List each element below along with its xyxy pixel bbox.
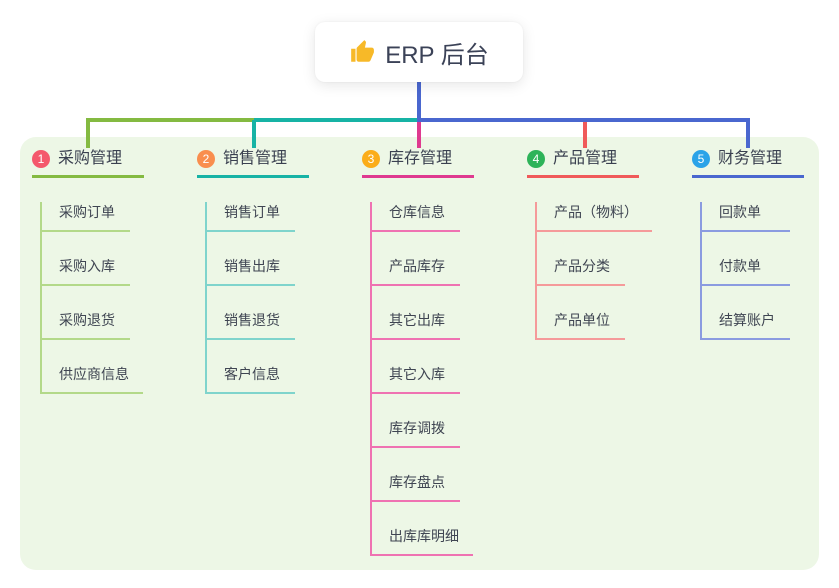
mindmap-node[interactable]: 结算账户 [702,310,790,340]
mindmap-node[interactable]: 销售订单 [207,202,295,232]
branch-number-badge: 2 [197,150,215,168]
mindmap-node[interactable]: 销售退货 [207,310,295,340]
branch-inventory: 3 库存管理 仓库信息 产品库存 其它出库 其它入库 库存调拨 库存盘点 出库库… [362,149,474,556]
mindmap-node[interactable]: 供应商信息 [42,364,143,394]
branch-product: 4 产品管理 产品（物料） 产品分类 产品单位 [527,149,652,340]
mindmap-node[interactable]: 库存盘点 [372,472,460,502]
branch-items: 销售订单 销售出库 销售退货 客户信息 [205,202,295,394]
branch-sales: 2 销售管理 销售订单 销售出库 销售退货 客户信息 [197,149,309,394]
branch-label: 财务管理 [718,150,783,167]
connector-drop-branch3 [417,122,421,148]
connector-drop-branch4 [583,122,587,148]
mindmap-node[interactable]: 客户信息 [207,364,295,394]
connector-drop-branch1 [86,120,90,148]
mindmap-node[interactable]: 库存调拨 [372,418,460,448]
branch-procurement: 1 采购管理 采购订单 采购入库 采购退货 供应商信息 [32,149,144,394]
mindmap-node[interactable]: 产品单位 [537,310,625,340]
mindmap-node[interactable]: 产品（物料） [537,202,652,232]
root-title: ERP 后台 [385,41,489,69]
connector-horizontal-blue [417,118,750,122]
branch-header-inventory[interactable]: 3 库存管理 [362,149,474,178]
branch-label: 库存管理 [388,150,453,167]
mindmap-node[interactable]: 付款单 [702,256,790,286]
branch-items: 采购订单 采购入库 采购退货 供应商信息 [40,202,143,394]
branch-items: 仓库信息 产品库存 其它出库 其它入库 库存调拨 库存盘点 出库库明细 [370,202,473,556]
mindmap-node[interactable]: 回款单 [702,202,790,232]
branch-number-badge: 3 [362,150,380,168]
mindmap-node[interactable]: 产品库存 [372,256,460,286]
connector-root-vertical [417,82,421,118]
mindmap-node[interactable]: 产品分类 [537,256,625,286]
connector-horizontal-green [86,118,254,122]
branch-header-finance[interactable]: 5 财务管理 [692,149,804,178]
mindmap-node[interactable]: 采购入库 [42,256,130,286]
branch-label: 采购管理 [58,150,123,167]
branch-label: 销售管理 [223,150,288,167]
branch-items: 回款单 付款单 结算账户 [700,202,790,340]
mindmap-node[interactable]: 销售出库 [207,256,295,286]
root-node[interactable]: ERP 后台 [315,22,523,82]
branch-header-product[interactable]: 4 产品管理 [527,149,639,178]
branches-panel [20,137,819,570]
mindmap-node[interactable]: 仓库信息 [372,202,460,232]
branch-items: 产品（物料） 产品分类 产品单位 [535,202,652,340]
branch-header-procurement[interactable]: 1 采购管理 [32,149,144,178]
mindmap-node[interactable]: 出库库明细 [372,526,473,556]
mindmap-node[interactable]: 其它入库 [372,364,460,394]
branch-header-sales[interactable]: 2 销售管理 [197,149,309,178]
mindmap-node[interactable]: 采购退货 [42,310,130,340]
connector-drop-branch2 [252,120,256,148]
thumbs-up-icon [351,40,375,62]
mindmap-node[interactable]: 采购订单 [42,202,130,232]
mindmap-node[interactable]: 其它出库 [372,310,460,340]
branch-number-badge: 5 [692,150,710,168]
connector-drop-branch5 [746,120,750,148]
branch-finance: 5 财务管理 回款单 付款单 结算账户 [692,149,804,340]
branch-number-badge: 4 [527,150,545,168]
branch-label: 产品管理 [553,150,618,167]
connector-horizontal-teal [254,118,417,122]
branch-number-badge: 1 [32,150,50,168]
